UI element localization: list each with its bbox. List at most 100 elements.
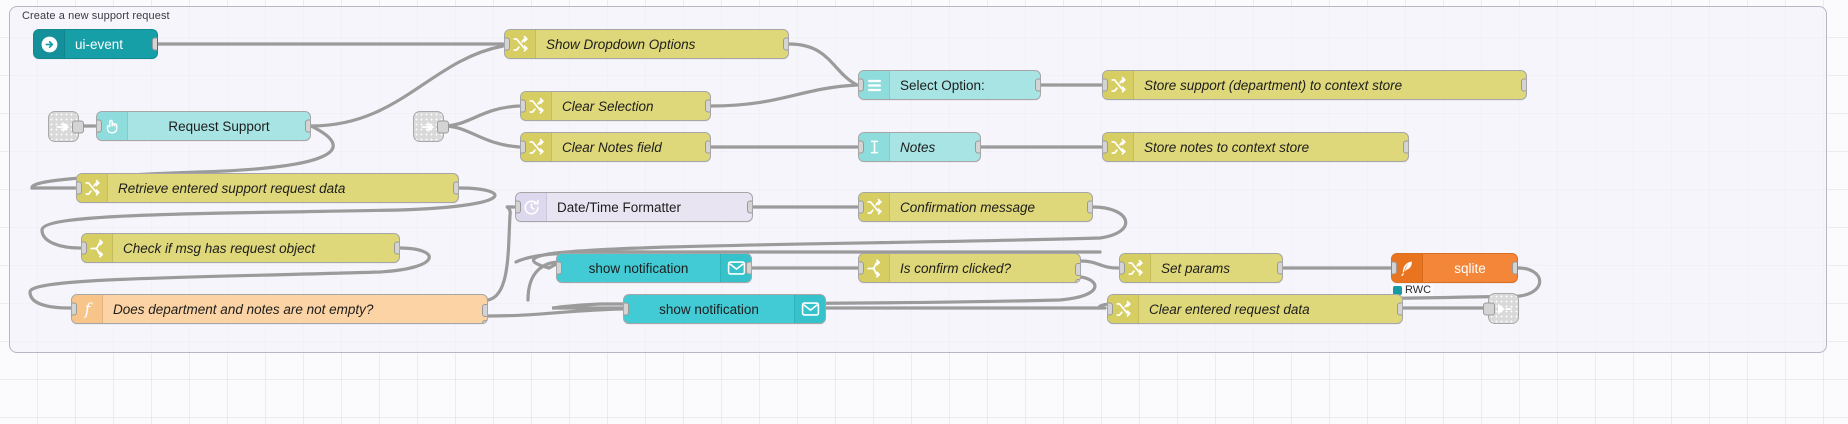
input-port[interactable] [77,181,82,195]
output-port-2[interactable] [482,320,487,323]
output-port[interactable] [1512,261,1517,275]
output-port[interactable] [72,120,84,133]
switch-icon [859,254,890,282]
status-dot [1393,285,1402,295]
output-port[interactable] [1277,261,1282,275]
sqlite-status-badge: RWC [1391,284,1434,296]
node-set-params[interactable]: Set params [1119,253,1283,283]
input-port[interactable] [1108,302,1113,316]
input-port[interactable] [859,140,864,154]
node-date-time-formatter[interactable]: Date/Time Formatter [515,192,753,222]
output-port[interactable] [783,37,788,51]
output-port[interactable] [1397,302,1402,316]
node-does-department-and-notes-not-empty[interactable]: f Does department and notes are not empt… [71,294,488,324]
svg-text:f: f [83,300,93,319]
input-port[interactable] [1120,261,1125,275]
envelope-icon [720,254,751,282]
node-label: show notification [588,260,689,276]
input-port[interactable] [624,302,629,316]
input-port[interactable] [505,37,510,51]
input-port[interactable] [521,99,526,113]
switch-icon [82,234,113,262]
node-clear-selection[interactable]: Clear Selection [520,91,711,121]
node-show-dropdown-options[interactable]: Show Dropdown Options [504,29,789,59]
change-icon [505,30,536,58]
node-show-notification-2[interactable]: show notification [623,294,826,324]
node-label: Confirmation message [900,199,1036,215]
node-label: Check if msg has request object [123,240,316,256]
input-port[interactable] [1103,140,1108,154]
clock-icon [516,193,547,221]
node-label: Set params [1161,260,1231,276]
node-notes[interactable]: Notes [858,132,981,162]
output-port[interactable] [453,181,458,195]
node-label: Select Option: [900,77,985,93]
input-port[interactable] [72,302,77,316]
change-icon [77,174,108,202]
input-port[interactable] [82,241,87,255]
change-icon [521,133,552,161]
link-in-icon [55,121,69,132]
node-label: ui-event [75,36,124,52]
node-check-msg-has-request-object[interactable]: Check if msg has request object [81,233,400,263]
node-sqlite[interactable]: sqlite [1391,253,1518,283]
input-port[interactable] [1103,78,1108,92]
output-port-2[interactable] [1075,279,1080,282]
link-in-node-2[interactable] [413,111,449,142]
output-port[interactable] [747,200,752,214]
output-port[interactable] [305,119,310,133]
input-port[interactable] [1392,261,1397,275]
input-port[interactable] [859,78,864,92]
change-icon [1120,254,1151,282]
node-label: Request Support [168,118,270,134]
node-confirmation-message[interactable]: Confirmation message [858,192,1093,222]
node-select-option[interactable]: Select Option: [858,70,1041,100]
input-port[interactable] [1483,302,1495,315]
node-label: Retrieve entered support request data [118,180,346,196]
output-port[interactable] [1521,78,1526,92]
output-port[interactable] [1035,78,1040,92]
change-icon [1103,133,1134,161]
change-icon [521,92,552,120]
input-port[interactable] [859,261,864,275]
output-port[interactable] [394,241,399,255]
output-port[interactable] [705,99,710,113]
node-label: Is confirm clicked? [900,260,1012,276]
node-store-notes[interactable]: Store notes to context store [1102,132,1409,162]
output-port-1[interactable] [1075,263,1080,276]
node-ui-event[interactable]: ui-event [33,29,158,59]
status-label: RWC [1405,284,1432,296]
input-port[interactable] [859,200,864,214]
link-in-node-1[interactable] [48,111,84,142]
output-port[interactable] [1403,140,1408,154]
input-port[interactable] [557,261,562,275]
node-store-support-department[interactable]: Store support (department) to context st… [1102,70,1527,100]
node-clear-entered-request-data[interactable]: Clear entered request data [1107,294,1403,324]
link-out-icon [1497,303,1512,314]
change-icon [1108,295,1139,323]
node-clear-notes-field[interactable]: Clear Notes field [520,132,711,162]
node-label: Clear entered request data [1149,301,1310,317]
node-label: Store notes to context store [1144,139,1310,155]
input-port[interactable] [521,140,526,154]
node-label: Show Dropdown Options [546,36,696,52]
node-retrieve-entered-request-data[interactable]: Retrieve entered support request data [76,173,459,203]
node-request-support[interactable]: Request Support [96,111,311,141]
node-show-notification-1[interactable]: show notification [556,253,752,283]
input-port[interactable] [97,119,102,133]
dropdown-list-icon [859,71,890,99]
output-port[interactable] [705,140,710,154]
output-port[interactable] [975,140,980,154]
input-port[interactable] [516,200,521,214]
output-port[interactable] [152,37,157,51]
output-port[interactable] [437,120,449,133]
node-label: Clear Notes field [562,139,662,155]
output-port[interactable] [746,261,751,275]
output-port[interactable] [1087,200,1092,214]
link-in-icon [420,121,434,132]
node-is-confirm-clicked[interactable]: Is confirm clicked? [858,253,1081,283]
output-port-1[interactable] [482,304,487,317]
link-out-node-1[interactable] [1483,293,1519,324]
change-icon [1103,71,1134,99]
